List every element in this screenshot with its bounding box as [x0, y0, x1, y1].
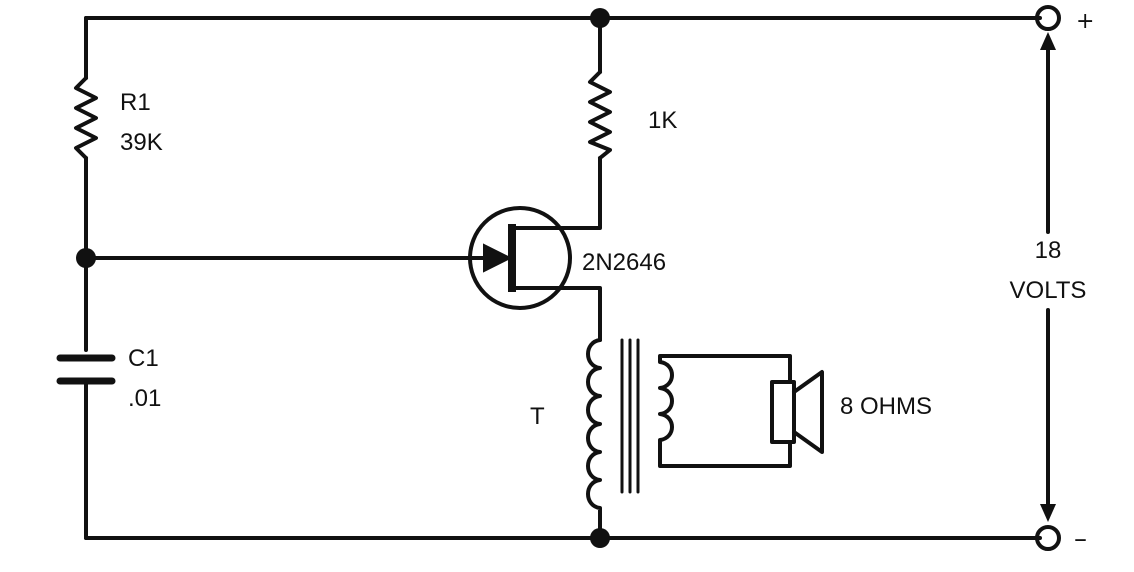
c1-name-label: C1 — [128, 345, 159, 372]
speaker-label: 8 OHMS — [840, 393, 932, 420]
base1-lead-wire — [510, 286, 602, 342]
plus-sign: + — [1076, 9, 1094, 34]
c1-value-label: .01 — [128, 385, 161, 412]
speaker-cone — [792, 370, 824, 454]
junction-dot-top — [590, 8, 610, 28]
base2-lead-wire — [510, 156, 602, 230]
r1-value-label: 39K — [120, 129, 163, 156]
transistor-circle — [468, 206, 572, 310]
positive-terminal — [1035, 5, 1061, 31]
speaker-icon — [770, 380, 796, 444]
junction-dot-left — [76, 248, 96, 268]
r2-value-label: 1K — [648, 107, 677, 134]
junction-dot-bottom — [590, 528, 610, 548]
voltage-value-label: 18 — [1035, 237, 1062, 264]
transformer-secondary-coil — [658, 354, 792, 468]
emitter-arrow-icon — [483, 243, 513, 273]
voltage-unit-label: VOLTS — [1010, 277, 1087, 304]
arrow-up-icon — [1040, 32, 1056, 50]
transformer-primary-coil — [586, 338, 602, 540]
resistor-1k — [588, 70, 612, 160]
negative-terminal — [1035, 525, 1061, 551]
arrow-down-icon — [1040, 504, 1056, 522]
transformer-label: T — [530, 403, 545, 430]
r1-name-label: R1 — [120, 89, 151, 116]
resistor-r1 — [74, 76, 98, 160]
transistor-label: 2N2646 — [582, 249, 666, 276]
minus-sign: – — [1074, 524, 1087, 554]
